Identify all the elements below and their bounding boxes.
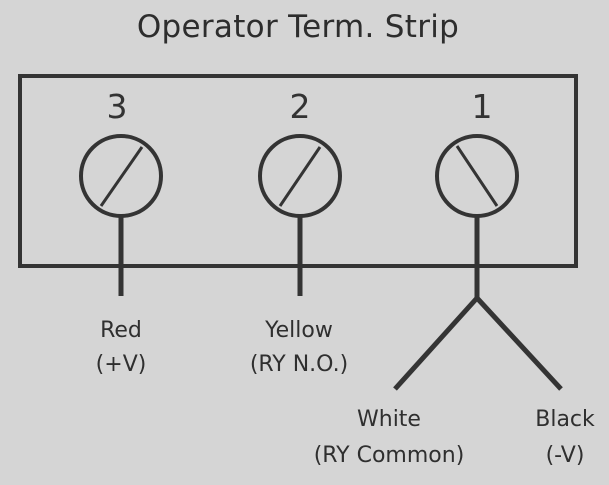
diagram-title: Operator Term. Strip bbox=[137, 9, 459, 45]
red-wire-label: Red bbox=[100, 318, 142, 343]
black-wire bbox=[475, 296, 563, 391]
white-wire-note: (RY Common) bbox=[314, 443, 465, 468]
yellow-wire-note: (RY N.O.) bbox=[250, 352, 348, 377]
white-wire bbox=[393, 296, 479, 391]
red-wire-note: (+V) bbox=[96, 352, 147, 377]
yellow-wire-label: Yellow bbox=[264, 318, 333, 343]
terminal-3-number: 3 bbox=[107, 87, 128, 126]
terminal-1-screw bbox=[435, 134, 519, 218]
terminal-2-number: 2 bbox=[290, 87, 311, 126]
white-wire-label: White bbox=[357, 407, 421, 432]
terminal-1-number: 1 bbox=[472, 87, 493, 126]
terminal-3-screw bbox=[79, 134, 163, 218]
black-wire-note: (-V) bbox=[546, 443, 585, 468]
black-wire-label: Black bbox=[535, 407, 595, 432]
terminal-2-screw bbox=[258, 134, 342, 218]
